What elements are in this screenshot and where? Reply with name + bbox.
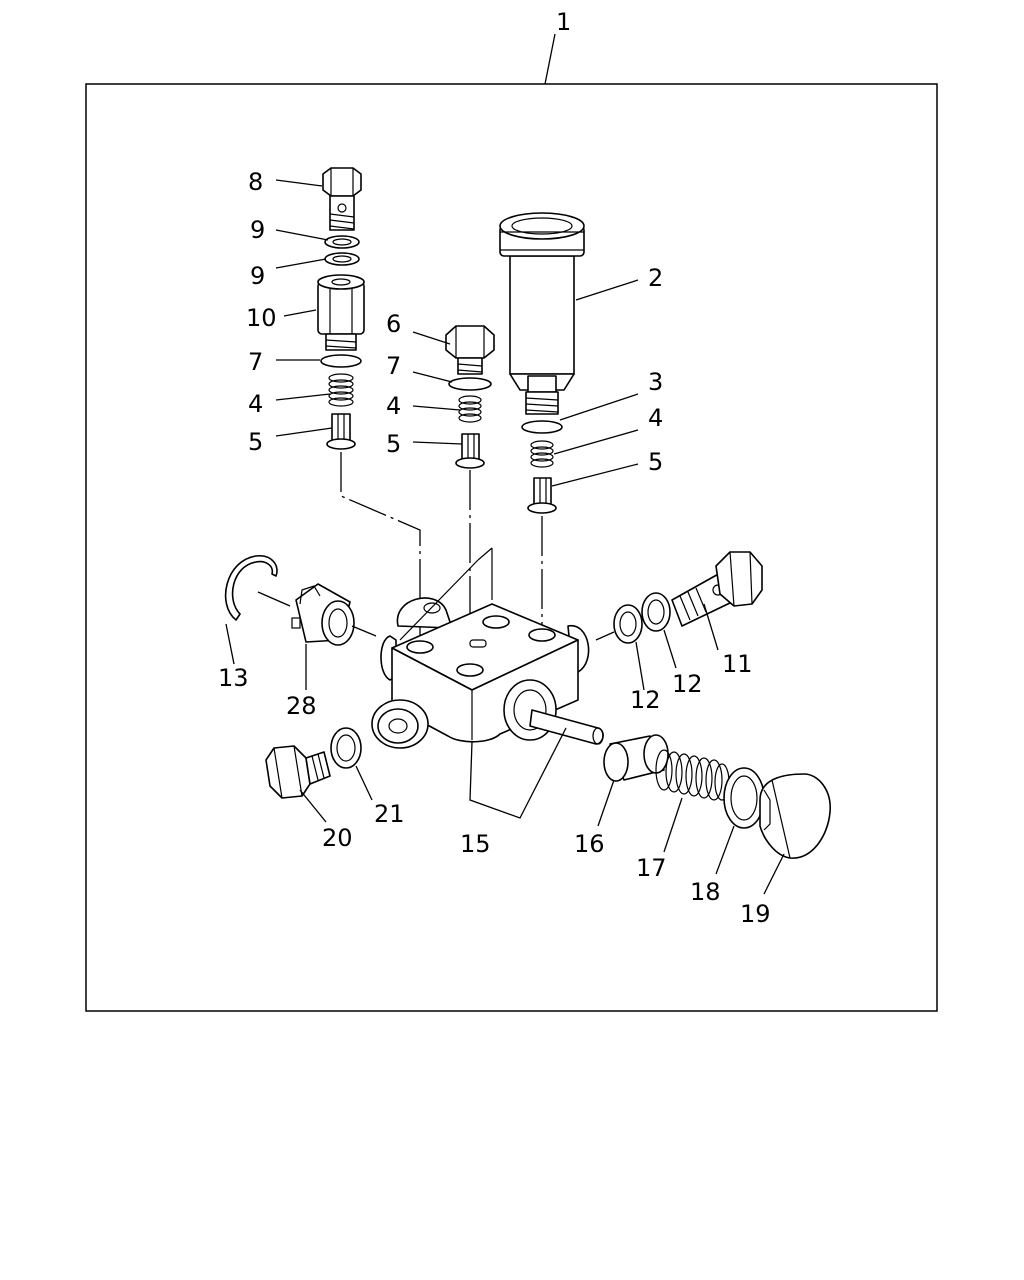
part-9-washer-lower xyxy=(324,252,360,266)
part-7-o-ring-left xyxy=(320,354,362,368)
callout-7: 7 xyxy=(386,352,401,380)
part-5-valve-right xyxy=(527,477,557,514)
callout-28: 28 xyxy=(286,692,317,720)
callout-10: 10 xyxy=(246,304,277,332)
callout-2: 2 xyxy=(648,264,663,292)
part-6-plug xyxy=(445,325,495,375)
callout-5: 5 xyxy=(248,428,263,456)
callout-4: 4 xyxy=(648,404,663,432)
part-18-washer xyxy=(723,767,765,829)
part-4-spring-right xyxy=(530,440,554,468)
part-9-washer-upper xyxy=(324,235,360,249)
part-12-washer-inner xyxy=(613,604,643,644)
callout-5: 5 xyxy=(648,448,663,476)
callout-12: 12 xyxy=(630,686,661,714)
part-13-snap-ring xyxy=(224,555,278,621)
callout-21: 21 xyxy=(374,800,405,828)
callout-11: 11 xyxy=(722,650,753,678)
part-2-priming-pump xyxy=(499,212,585,415)
callout-6: 6 xyxy=(386,310,401,338)
callout-20: 20 xyxy=(322,824,353,852)
callout-9: 9 xyxy=(250,216,265,244)
part-4-spring-middle xyxy=(458,395,482,423)
leader-lines xyxy=(225,179,785,895)
part-7-o-ring-middle xyxy=(448,377,492,391)
callout-9: 9 xyxy=(250,262,265,290)
part-5-valve-middle xyxy=(455,433,485,469)
part-8-eye-bolt xyxy=(322,167,362,231)
callout-16: 16 xyxy=(574,830,605,858)
callout-1: 1 xyxy=(556,8,571,36)
callout-3: 3 xyxy=(648,368,663,396)
part-19-plug xyxy=(759,773,831,859)
callout-7: 7 xyxy=(248,348,263,376)
part-11-banjo-bolt xyxy=(671,551,763,627)
callout-4: 4 xyxy=(386,392,401,420)
plunger-shaft xyxy=(529,709,604,745)
part-3-o-ring xyxy=(521,420,563,434)
callout-4: 4 xyxy=(248,390,263,418)
part-20-bolt xyxy=(265,745,331,799)
part-21-washer xyxy=(330,727,362,769)
callout-15: 15 xyxy=(460,830,491,858)
part-12-washer-outer xyxy=(641,592,671,632)
part-10-adapter xyxy=(317,274,365,351)
callout-8: 8 xyxy=(248,168,263,196)
part-4-spring-left xyxy=(328,373,354,407)
callout-13: 13 xyxy=(218,664,249,692)
part-28-sleeve xyxy=(291,583,355,646)
part-16-piston xyxy=(603,734,669,782)
callout-19: 19 xyxy=(740,900,771,928)
callout-5: 5 xyxy=(386,430,401,458)
callout-12: 12 xyxy=(672,670,703,698)
part-5-valve-left xyxy=(326,413,356,450)
callout-17: 17 xyxy=(636,854,667,882)
part-17-spring xyxy=(655,749,730,801)
callout-18: 18 xyxy=(690,878,721,906)
assembly-frame xyxy=(85,83,938,1012)
